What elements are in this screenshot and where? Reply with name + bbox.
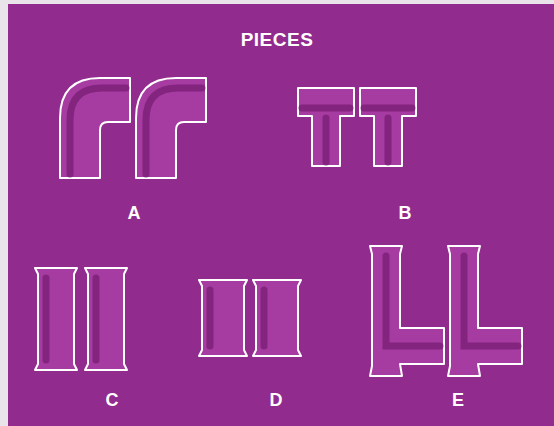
pipe-piece bbox=[448, 246, 522, 376]
piece-letter: E bbox=[452, 390, 464, 411]
pipe-piece bbox=[136, 78, 206, 178]
piece-shade bbox=[43, 278, 50, 360]
panel-title: PIECES bbox=[241, 29, 314, 51]
piece-shade bbox=[302, 108, 350, 162]
piece-shade bbox=[146, 88, 202, 174]
piece-outline bbox=[360, 88, 416, 166]
piece-outline bbox=[370, 246, 444, 376]
piece-letter: C bbox=[106, 390, 119, 411]
pipe-piece bbox=[85, 268, 127, 370]
piece-letter: B bbox=[399, 203, 412, 224]
pipe-piece bbox=[360, 88, 416, 166]
pipe-piece bbox=[370, 246, 444, 376]
pipe-piece bbox=[60, 78, 130, 178]
piece-shade bbox=[386, 256, 440, 346]
piece-outline bbox=[253, 280, 301, 356]
piece-outline bbox=[60, 78, 130, 178]
piece-shade bbox=[261, 290, 268, 346]
piece-letter: A bbox=[128, 203, 141, 224]
piece-outline bbox=[85, 268, 127, 370]
piece-outline bbox=[35, 268, 77, 370]
pipe-piece bbox=[35, 268, 77, 370]
piece-shade bbox=[464, 256, 518, 346]
piece-letter: D bbox=[270, 390, 283, 411]
pipe-piece bbox=[253, 280, 301, 356]
piece-outline bbox=[136, 78, 206, 178]
panel-ground bbox=[8, 4, 554, 426]
piece-shade bbox=[207, 290, 214, 346]
piece-shade bbox=[364, 108, 412, 162]
piece-shade bbox=[70, 88, 126, 174]
piece-outline bbox=[298, 88, 354, 166]
piece-shade bbox=[93, 278, 100, 360]
pipe-piece bbox=[298, 88, 354, 166]
piece-outline bbox=[199, 280, 247, 356]
pipe-piece bbox=[199, 280, 247, 356]
piece-outline bbox=[448, 246, 522, 376]
